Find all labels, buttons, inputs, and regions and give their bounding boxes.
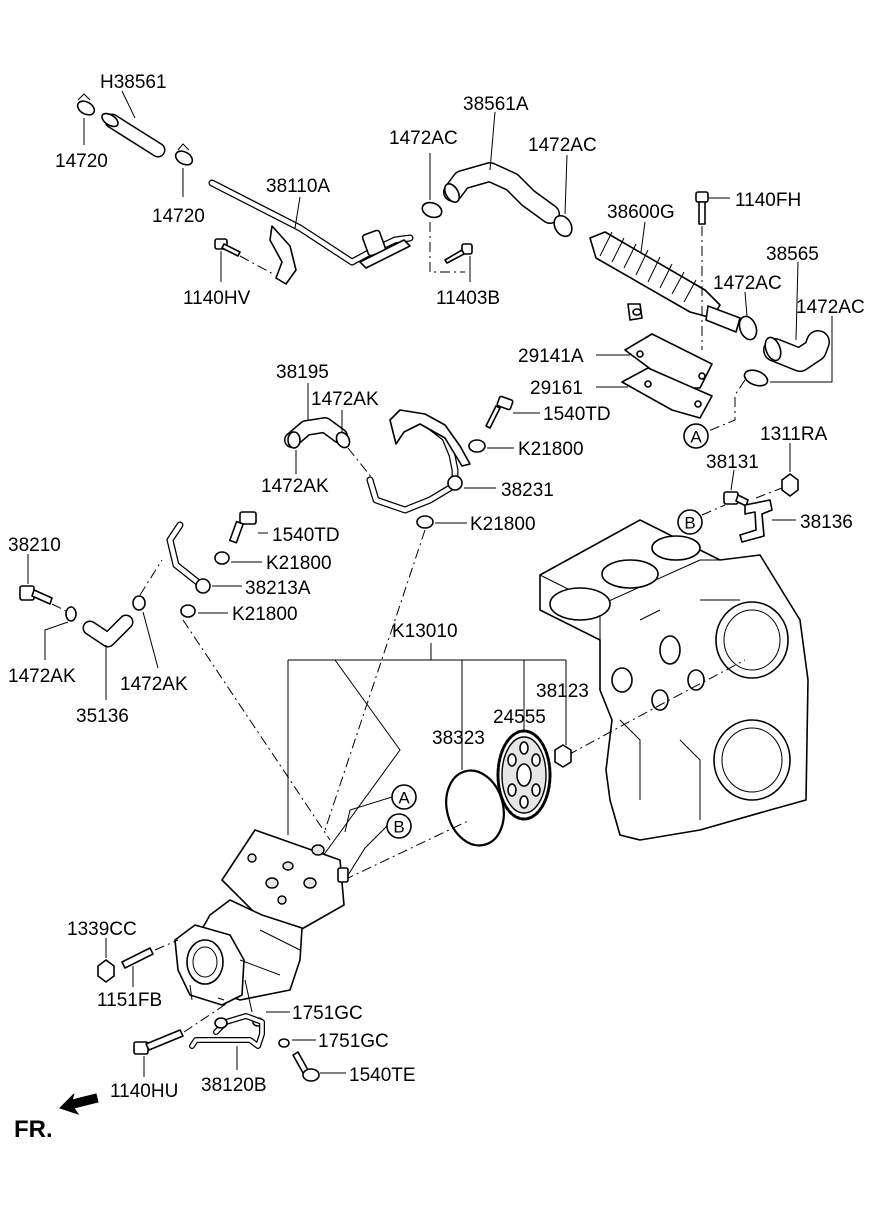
label-1472ac-d: 1472AC (796, 297, 865, 318)
clamp-1472ak-left (65, 606, 77, 622)
label-1472ak-b: 1472AK (261, 476, 329, 497)
clamp-1472ac-lower (743, 369, 769, 387)
label-k13010: K13010 (392, 621, 458, 642)
label-38136: 38136 (800, 512, 853, 533)
elbow-hose-38565 (763, 330, 830, 372)
label-14720-lower: 14720 (152, 206, 205, 227)
label-29161: 29161 (530, 378, 583, 399)
label-38195: 38195 (276, 362, 329, 383)
gasket-29161 (621, 367, 713, 419)
washer-k21800-mid (416, 515, 434, 529)
label-38323: 38323 (432, 728, 485, 749)
nut-1339cc (97, 959, 115, 983)
label-38231: 38231 (501, 480, 554, 501)
label-38600g: 38600G (607, 202, 675, 223)
label-h38561: H38561 (100, 72, 167, 93)
label-1151fb: 1151FB (97, 990, 162, 1011)
bolt-1540te (292, 1051, 320, 1082)
clamp-1472ak-mid-right (335, 431, 351, 449)
label-1751gc-b: 1751GC (318, 1031, 389, 1052)
bolt-1140hu (133, 1029, 184, 1055)
clamp-14720-lower (174, 143, 194, 166)
front-direction-arrow-icon (59, 1093, 99, 1115)
label-1540td-a: 1540TD (543, 404, 611, 425)
label-k21800-a: K21800 (518, 439, 584, 460)
label-29141a: 29141A (518, 346, 584, 367)
bolt-11403b (444, 243, 473, 264)
label-1472ac-b: 1472AC (528, 135, 597, 156)
callout-b-upper: B (677, 509, 703, 535)
label-1472ak-a: 1472AK (311, 389, 379, 410)
label-k21800-d: K21800 (232, 604, 298, 625)
oring-38323 (445, 769, 505, 847)
front-direction-label: FR. (14, 1116, 53, 1143)
bellows-38600g (589, 231, 741, 333)
clamp-1472ak-left-right (132, 595, 146, 611)
svg-text:A: A (398, 789, 410, 808)
label-1540te: 1540TE (349, 1065, 416, 1086)
label-1311ra: 1311RA (760, 424, 828, 445)
hose-h38561 (101, 112, 166, 158)
label-38131: 38131 (706, 452, 759, 473)
clamp-1472ac-right (553, 214, 573, 238)
stud-1151fb (121, 947, 154, 969)
pipe-38213a (166, 521, 211, 594)
label-1472ak-d: 1472AK (120, 674, 188, 695)
hose-38195 (284, 417, 348, 449)
svg-text:A: A (690, 428, 702, 447)
bracket-38136 (739, 499, 773, 543)
label-1540td-b: 1540TD (272, 525, 340, 546)
clamp-14720-upper (76, 93, 96, 116)
bolt-1140fh (695, 191, 709, 225)
nut-1311ra (781, 473, 799, 497)
label-14720-upper: 14720 (55, 151, 108, 172)
svg-text:B: B (684, 514, 695, 533)
label-1472ac-c: 1472AC (713, 273, 782, 294)
label-1472ac-a: 1472AC (389, 128, 458, 149)
svg-text:B: B (393, 818, 404, 837)
bolt-1140hv (214, 238, 241, 257)
label-38120b: 38120B (201, 1075, 267, 1096)
bolt-1540td-lower (228, 511, 257, 544)
pipe-38110a (208, 179, 414, 285)
label-1140fh: 1140FH (735, 190, 801, 211)
washer-1751gc-lower (278, 1038, 290, 1048)
callout-a-lower: A (391, 784, 417, 810)
callout-b-lower: B (386, 813, 412, 839)
label-1339cc: 1339CC (67, 919, 137, 940)
pipe-38231 (366, 409, 471, 514)
label-k21800-b: K21800 (470, 514, 536, 535)
nut-38123 (554, 744, 572, 768)
label-11403b: 11403B (436, 288, 500, 309)
label-38123: 38123 (536, 681, 589, 702)
label-35136: 35136 (76, 706, 129, 727)
label-1751gc-a: 1751GC (292, 1003, 363, 1024)
label-38213a: 38213A (245, 578, 311, 599)
air-compressor (174, 829, 349, 1013)
pipe-38120b (189, 1013, 265, 1049)
washer-k21800-left-lower (180, 604, 196, 618)
label-k21800-c: K21800 (266, 553, 332, 574)
label-24555: 24555 (493, 707, 546, 728)
bolt-1540td-upper (485, 395, 514, 429)
bolt-38210 (19, 585, 53, 605)
clamp-1472ac-left (421, 201, 443, 219)
hose-38561a (443, 162, 560, 224)
label-38210: 38210 (8, 535, 61, 556)
engine-block (539, 519, 809, 841)
callout-a-upper: A (683, 423, 709, 449)
label-38565: 38565 (766, 244, 819, 265)
hose-35136 (82, 614, 134, 648)
clamp-1472ac-bellows (738, 315, 758, 341)
label-1140hv: 1140HV (183, 288, 251, 309)
washer-k21800-upper (468, 439, 486, 453)
label-1140hu: 1140HU (110, 1081, 178, 1102)
label-1472ak-c: 1472AK (8, 666, 76, 687)
gear-24555 (496, 729, 552, 821)
label-38110a: 38110A (266, 176, 330, 197)
label-38561a: 38561A (463, 94, 529, 115)
fitting-38131 (723, 491, 749, 507)
washer-k21800-left-upper (214, 551, 230, 565)
